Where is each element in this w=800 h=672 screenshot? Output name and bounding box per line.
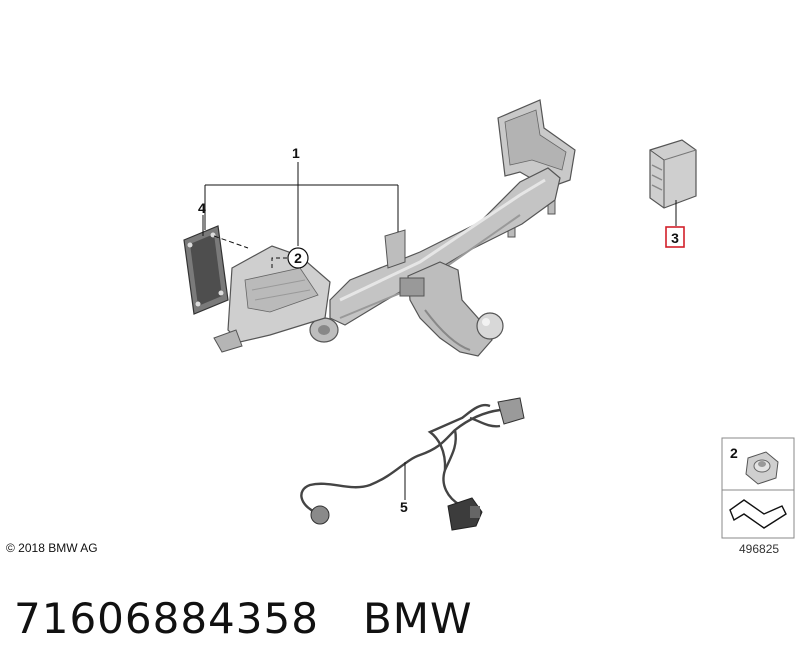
callout-3: 3	[671, 230, 679, 246]
parts-diagram: 1 4 2 3 5 2	[183, 99, 795, 539]
leader-lines	[202, 162, 677, 500]
part-number: 71606884358	[14, 593, 319, 643]
washer-icon	[729, 499, 787, 529]
legend-item-number: 2	[730, 445, 738, 461]
callout-5: 5	[400, 499, 408, 515]
callout-4: 4	[198, 200, 206, 216]
callout-2: 2	[294, 250, 302, 266]
legend-box: 2	[721, 437, 795, 539]
nut-icon	[745, 451, 779, 485]
harness-connectors	[310, 397, 525, 531]
part-footer: 71606884358 BMW	[14, 588, 473, 648]
tow-ball	[476, 312, 504, 340]
tow-hitch-assembly	[213, 99, 576, 357]
control-module	[649, 139, 697, 209]
wiring-harness	[300, 403, 501, 514]
callout-1: 1	[292, 145, 300, 161]
cover-plate	[183, 225, 229, 315]
ball-neck	[407, 261, 493, 357]
copyright-notice: © 2018 BMW AG	[6, 541, 98, 555]
callout-2-circle	[287, 247, 309, 269]
callout-3-highlight-box	[665, 226, 685, 248]
diagram-id: 496825	[739, 542, 780, 556]
brand-name: BMW	[362, 593, 473, 643]
